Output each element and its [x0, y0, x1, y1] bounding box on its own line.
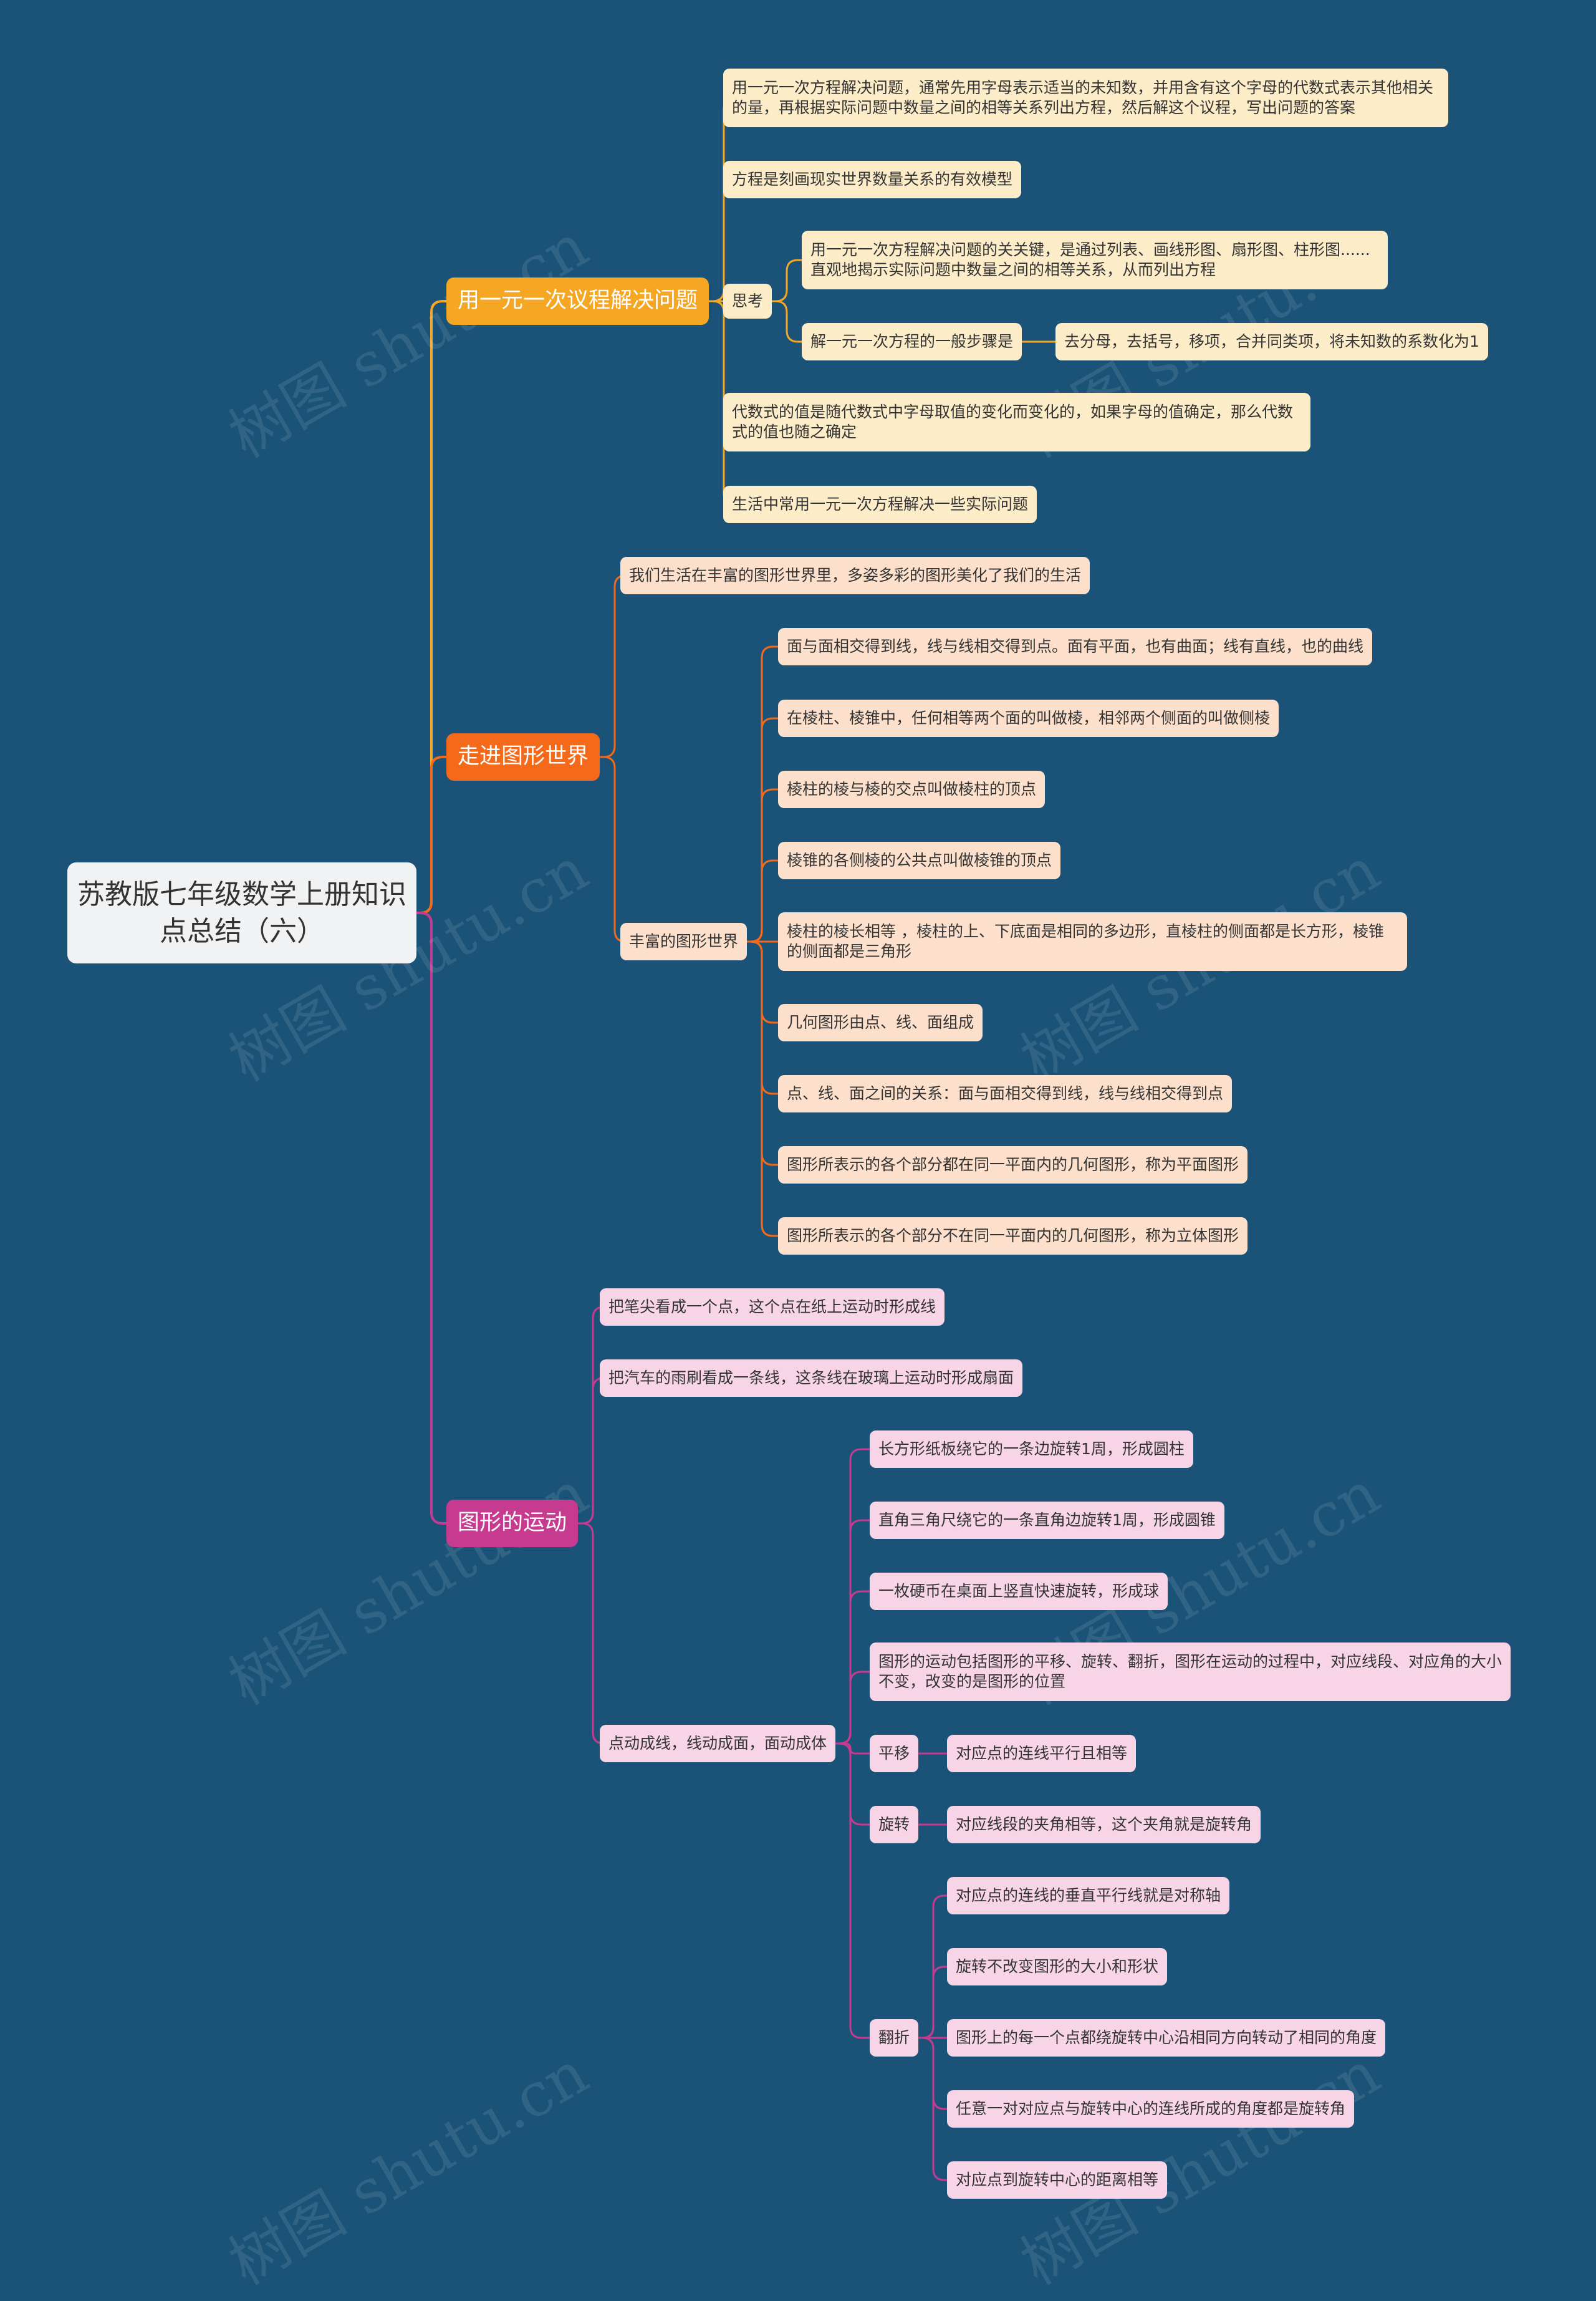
connector-line [578, 1306, 605, 1525]
connector-line [578, 1522, 605, 1745]
leaf-node[interactable]: 任意一对对应点与旋转中心的连线所成的角度都是旋转角 [947, 2090, 1355, 2128]
connector-line [416, 912, 446, 1525]
connector-line [578, 1377, 605, 1525]
connector-line [835, 1742, 870, 2039]
leaf-node[interactable]: 图形所表示的各个部分不在同一平面内的几何图形，称为立体图形 [778, 1217, 1248, 1255]
sub-topic-solving-steps[interactable]: 解一元一次方程的一般步骤是 [802, 323, 1022, 360]
leaf-node[interactable]: 去分母，去括号，移项，合并同类项，将未知数的系数化为1 [1055, 323, 1488, 360]
branch-shape-motion[interactable]: 图形的运动 [446, 1500, 579, 1547]
connector-line [600, 574, 627, 758]
connector-line [835, 1671, 870, 1745]
leaf-node[interactable]: 对应点到旋转中心的距离相等 [947, 2161, 1168, 2199]
connector-line [835, 1742, 870, 1755]
leaf-node[interactable]: 直角三角尺绕它的一条直角边旋转1周，形成圆锥 [870, 1502, 1224, 1539]
connector-line [747, 859, 778, 943]
root-topic[interactable]: 苏教版七年级数学上册知识点总结（六） [67, 862, 416, 963]
connector-line [835, 1742, 870, 1826]
leaf-node[interactable]: 我们生活在丰富的图形世界里，多姿多彩的图形美化了我们的生活 [620, 557, 1090, 594]
leaf-node[interactable]: 把汽车的雨刷看成一条线，这条线在玻璃上运动时形成扇面 [600, 1359, 1023, 1397]
leaf-node[interactable]: 在棱柱、棱锥中，任何相等两个面的叫做棱，相邻两个侧面的叫做侧棱 [778, 700, 1279, 737]
connector-line [835, 1519, 870, 1745]
connector-line [918, 2037, 947, 2181]
sub-topic-rotation[interactable]: 旋转 [870, 1806, 919, 1843]
leaf-node[interactable]: 把笔尖看成一个点，这个点在纸上运动时形成线 [600, 1288, 945, 1326]
connector-line [416, 756, 446, 914]
connector-line [772, 259, 802, 302]
leaf-node[interactable]: 图形上的每一个点都绕旋转中心沿相同方向转动了相同的角度 [947, 2019, 1386, 2057]
sub-topic-translation[interactable]: 平移 [870, 1735, 919, 1772]
leaf-node[interactable]: 代数式的值是随代数式中字母取值的变化而变化的，如果字母的值确定，那么代数式的值也… [723, 393, 1310, 451]
leaf-node[interactable]: 一枚硬币在桌面上竖直快速旋转，形成球 [870, 1573, 1168, 1610]
leaf-node[interactable]: 对应点的连线平行且相等 [947, 1735, 1137, 1772]
leaf-node[interactable]: 方程是刻画现实世界数量关系的有效模型 [723, 161, 1022, 198]
sub-topic-reflection[interactable]: 翻折 [870, 2019, 919, 2057]
leaf-node[interactable]: 用一元一次方程解决问题的关关键，是通过列表、画线形图、扇形图、柱形图......… [802, 231, 1388, 289]
leaf-node[interactable]: 用一元一次方程解决问题，通常先用字母表示适当的未知数，并用含有这个字母的代数式表… [723, 69, 1448, 127]
leaf-node[interactable]: 对应点的连线的垂直平行线就是对称轴 [947, 1877, 1230, 1914]
leaf-node[interactable]: 棱柱的棱长相等 ，棱柱的上、下底面是相同的多边形，直棱柱的侧面都是长方形，棱锥的… [778, 912, 1407, 971]
leaf-node[interactable]: 旋转不改变图形的大小和形状 [947, 1948, 1168, 1985]
connector-line [600, 756, 627, 943]
leaf-node[interactable]: 生活中常用一元一次方程解决一些实际问题 [723, 486, 1037, 523]
leaf-node[interactable]: 棱锥的各侧棱的公共点叫做棱锥的顶点 [778, 842, 1061, 879]
connector-line [747, 940, 778, 1237]
sub-topic-thinking[interactable]: 思考 [723, 284, 772, 319]
connector-line [772, 300, 802, 343]
connector-line [918, 1966, 947, 2039]
leaf-node[interactable]: 长方形纸板绕它的一条边旋转1周，形成圆柱 [870, 1430, 1193, 1468]
branch-geometry-world[interactable]: 走进图形世界 [446, 733, 600, 781]
connector-line [835, 1590, 870, 1745]
sub-topic-point-line-surface[interactable]: 点动成线，线动成面，面动成体 [600, 1725, 836, 1762]
sub-topic-rich-geometry[interactable]: 丰富的图形世界 [620, 923, 748, 960]
leaf-node[interactable]: 几何图形由点、线、面组成 [778, 1004, 983, 1041]
connector-line [709, 97, 736, 302]
leaf-node[interactable]: 图形的运动包括图形的平移、旋转、翻折，图形在运动的过程中，对应线段、对应角的大小… [870, 1643, 1511, 1701]
leaf-node[interactable]: 棱柱的棱与棱的交点叫做棱柱的顶点 [778, 771, 1046, 808]
branch-equation-problems[interactable]: 用一元一次议程解决问题 [446, 277, 709, 325]
leaf-node[interactable]: 图形所表示的各个部分都在同一平面内的几何图形，称为平面图形 [778, 1146, 1248, 1184]
leaf-node[interactable]: 点、线、面之间的关系：面与面相交得到线，线与线相交得到点 [778, 1075, 1233, 1112]
leaf-node[interactable]: 对应线段的夹角相等，这个夹角就是旋转角 [947, 1806, 1261, 1843]
leaf-node[interactable]: 面与面相交得到线，线与线相交得到点。面有平面，也有曲面；线有直线，也的曲线 [778, 628, 1373, 665]
